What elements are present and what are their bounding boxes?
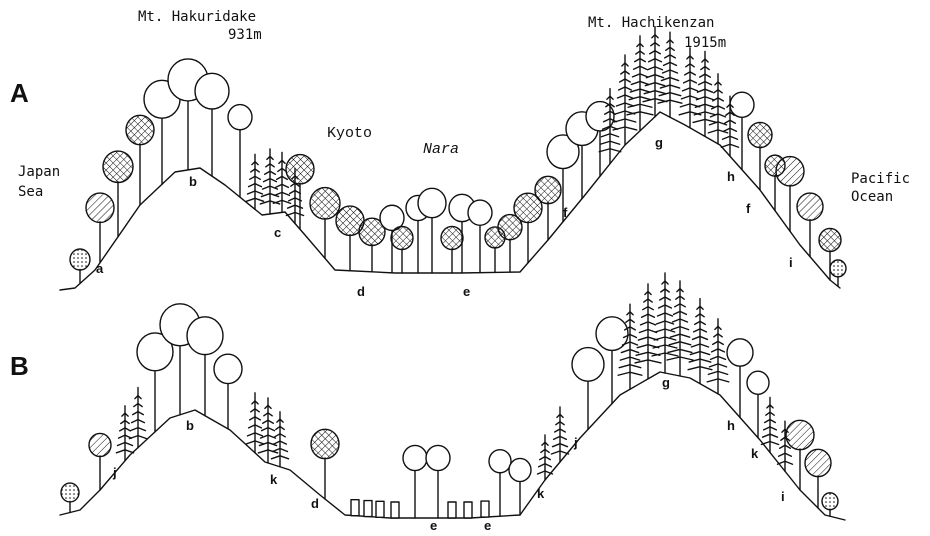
pacific-ocean-label-line2: Ocean <box>851 190 893 204</box>
zone-label: g <box>662 376 670 389</box>
basin-structure <box>464 502 472 518</box>
zone-label: k <box>537 487 544 500</box>
broadleaf-tree-crown <box>426 445 450 470</box>
pacific-ocean-label-line1: Pacific <box>851 172 910 186</box>
nara-label: Nara <box>423 142 459 157</box>
broadleaf-tree-crown <box>391 226 413 249</box>
japan-sea-label-line2: Sea <box>18 185 43 199</box>
broadleaf-tree-crown <box>489 450 511 473</box>
mountain-right-name: Mt. Hachikenzan <box>588 16 714 30</box>
japan-sea-label-line1: Japan <box>18 165 60 179</box>
panel-b-letter: B <box>10 353 29 379</box>
zone-label: i <box>789 256 793 269</box>
zone-label: e <box>430 519 437 532</box>
zone-label: e <box>463 285 470 298</box>
basin-structure <box>391 502 399 518</box>
broadleaf-tree-crown <box>70 249 90 270</box>
kyoto-label: Kyoto <box>327 126 372 141</box>
broadleaf-tree-crown <box>797 193 823 220</box>
zone-label: d <box>357 285 365 298</box>
panel-a-letter: A <box>10 80 29 106</box>
broadleaf-tree-crown <box>403 445 427 470</box>
broadleaf-tree-crown <box>89 433 111 456</box>
mountain-right-elevation: 1915m <box>684 36 726 50</box>
broadleaf-tree-crown <box>468 200 492 225</box>
basin-structure <box>448 502 456 518</box>
mountain-left-elevation: 931m <box>228 28 262 42</box>
broadleaf-tree-crown <box>776 157 804 186</box>
zone-label: d <box>311 497 319 510</box>
broadleaf-tree-crown <box>418 188 446 217</box>
zone-label: g <box>655 136 663 149</box>
zone-label: k <box>270 473 277 486</box>
zone-label: a <box>96 262 103 275</box>
broadleaf-tree-crown <box>103 151 133 183</box>
mountain-left-name: Mt. Hakuridake <box>138 10 256 24</box>
zone-label: b <box>186 419 194 432</box>
zone-label: j <box>113 466 117 479</box>
broadleaf-tree-crown <box>822 493 838 510</box>
zone-label: j <box>574 436 578 449</box>
zone-label: b <box>189 175 197 188</box>
broadleaf-tree-crown <box>126 115 154 144</box>
broadleaf-tree-crown <box>805 449 831 476</box>
broadleaf-tree-crown <box>286 155 314 184</box>
broadleaf-tree-crown <box>727 339 753 366</box>
terrain-profile-b <box>60 372 845 520</box>
broadleaf-tree-crown <box>61 483 79 502</box>
broadleaf-tree-crown <box>310 188 340 220</box>
broadleaf-tree-crown <box>730 92 754 117</box>
zone-label: c <box>274 226 281 239</box>
broadleaf-tree-crown <box>228 105 252 130</box>
basin-structure <box>351 500 359 516</box>
zone-label: e <box>484 519 491 532</box>
broadleaf-tree-crown <box>187 317 223 355</box>
zone-label: k <box>751 447 758 460</box>
broadleaf-tree-crown <box>195 73 229 109</box>
zone-label: h <box>727 419 735 432</box>
basin-structure <box>376 501 384 517</box>
broadleaf-tree-crown <box>819 228 841 251</box>
broadleaf-tree-crown <box>786 420 814 449</box>
zone-label: h <box>727 170 735 183</box>
broadleaf-tree-crown <box>311 429 339 458</box>
basin-structure <box>481 501 489 517</box>
broadleaf-tree-crown <box>509 458 531 481</box>
broadleaf-tree-crown <box>747 371 769 394</box>
basin-structure <box>364 501 372 517</box>
broadleaf-tree-crown <box>748 122 772 147</box>
broadleaf-tree-crown <box>572 348 604 382</box>
broadleaf-tree-crown <box>830 260 846 277</box>
broadleaf-tree-crown <box>86 193 114 222</box>
broadleaf-tree-crown <box>441 226 463 249</box>
zone-label: f <box>746 202 750 215</box>
broadleaf-tree-crown <box>535 176 561 203</box>
zone-label: f <box>563 206 567 219</box>
zone-label: i <box>781 490 785 503</box>
broadleaf-tree-crown <box>214 354 242 383</box>
